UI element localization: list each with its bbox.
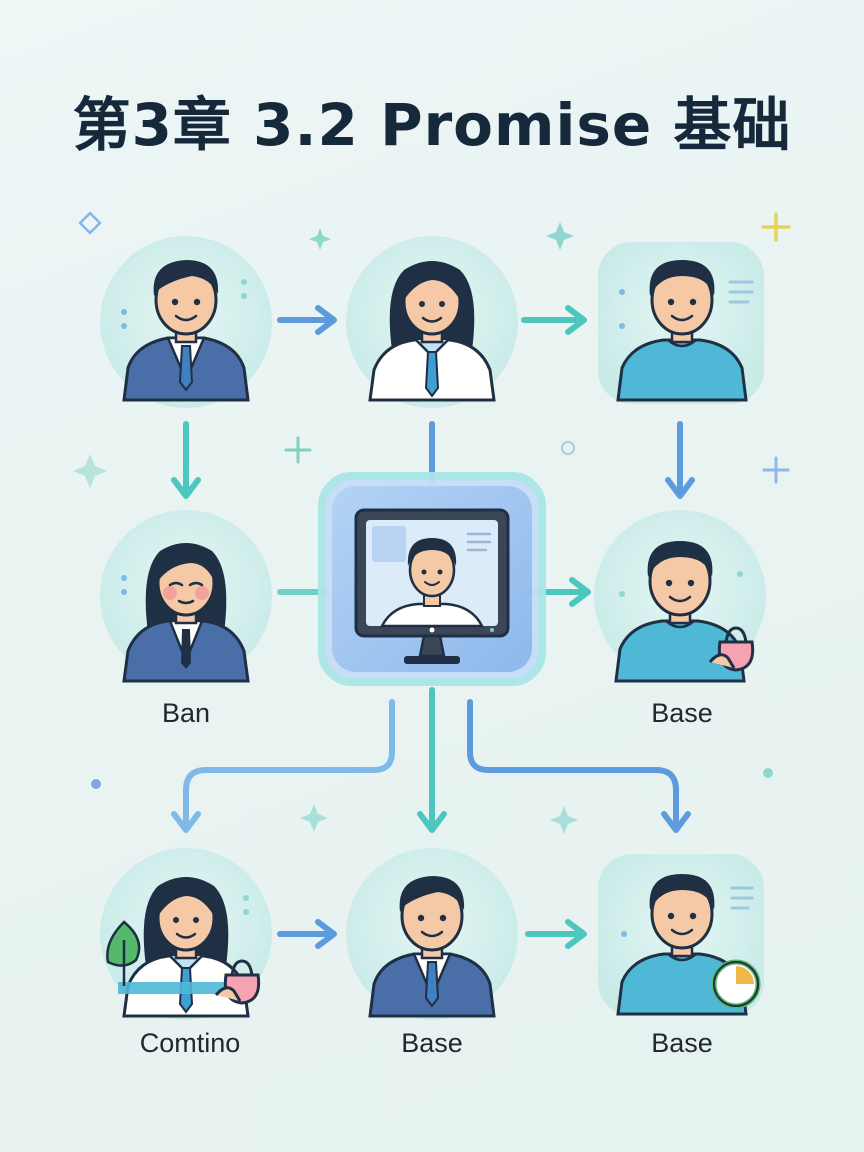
person-top-center — [346, 236, 518, 408]
person-bottom-right — [598, 854, 764, 1016]
label-bottom-center: Base — [401, 1028, 463, 1058]
monitor-video-call-icon — [354, 508, 510, 664]
person-mid-right — [594, 510, 766, 683]
label-bottom-left: Comtino — [139, 1028, 241, 1058]
label-mid-right: Base — [651, 698, 713, 728]
page-title: 第3章 3.2 Promise 基础 — [72, 91, 792, 159]
decorations — [73, 211, 791, 834]
person-mid-left — [100, 510, 272, 683]
clock-icon — [711, 959, 761, 1009]
label-bottom-right: Base — [651, 1028, 713, 1058]
person-bottom-center — [346, 848, 518, 1020]
person-top-left — [100, 236, 272, 408]
label-mid-left: Ban — [161, 698, 211, 728]
connectors — [171, 305, 695, 949]
person-top-right — [598, 242, 764, 404]
person-bottom-left — [100, 848, 272, 1020]
monitor-center — [318, 472, 546, 686]
plant-icon — [106, 920, 141, 986]
